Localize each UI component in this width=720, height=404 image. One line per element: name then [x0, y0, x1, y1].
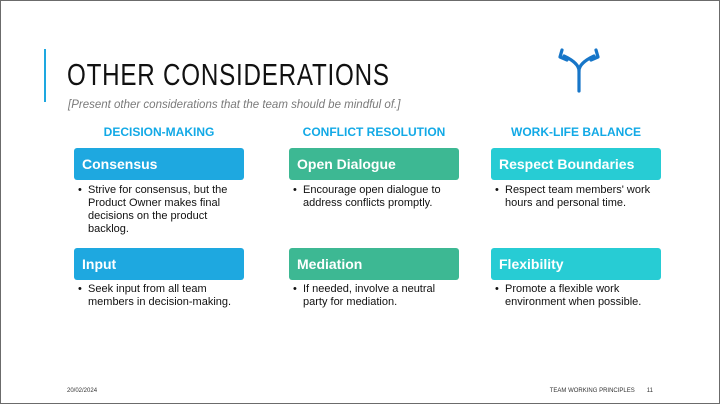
footer-date: 20/02/2024 [67, 388, 98, 394]
slide-title: OTHER CONSIDERATIONS [67, 57, 390, 92]
card-mediation: Mediation [289, 248, 459, 280]
bullet-list: If needed, involve a neutral party for m… [289, 283, 459, 309]
bullet-list: Seek input from all team members in deci… [74, 283, 244, 309]
bullet-item: Promote a flexible work environment when… [491, 283, 661, 309]
footer-right: TEAM WORKING PRINCIPLES 11 [550, 387, 653, 395]
bullet-list: Promote a flexible work environment when… [491, 283, 661, 309]
column-heading-work-life-balance: WORK-LIFE BALANCE [511, 125, 641, 139]
column-heading-decision-making: DECISION-MAKING [103, 125, 215, 139]
bullet-item: Respect team members' work hours and per… [491, 184, 661, 210]
bullet-item: Seek input from all team members in deci… [74, 283, 244, 309]
card-flexibility: Flexibility [491, 248, 661, 280]
card-respect-boundaries: Respect Boundaries [491, 148, 661, 180]
card-consensus: Consensus [74, 148, 244, 180]
bullet-item: If needed, involve a neutral party for m… [289, 283, 459, 309]
bullet-item: Strive for consensus, but the Product Ow… [74, 184, 244, 236]
slide-subtitle: [Present other considerations that the t… [68, 99, 401, 111]
footer-title: TEAM WORKING PRINCIPLES [549, 388, 635, 394]
accent-bar [44, 49, 46, 102]
bullet-list: Strive for consensus, but the Product Ow… [74, 184, 244, 236]
bullet-list: Encourage open dialogue to address confl… [289, 184, 459, 210]
split-arrow-icon [558, 48, 600, 93]
card-input: Input [74, 248, 244, 280]
bullet-item: Encourage open dialogue to address confl… [289, 184, 459, 210]
card-open-dialogue: Open Dialogue [289, 148, 459, 180]
column-heading-conflict-resolution: CONFLICT RESOLUTION [302, 125, 446, 139]
page-number: 11 [646, 388, 653, 394]
bullet-list: Respect team members' work hours and per… [491, 184, 661, 210]
